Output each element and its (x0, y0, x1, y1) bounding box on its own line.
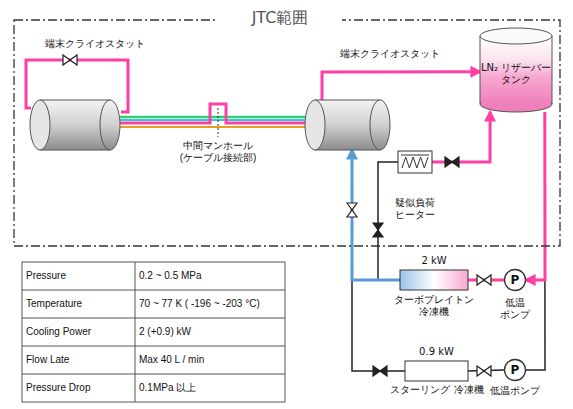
cable-lines (120, 116, 305, 119)
cylH-outline (100, 100, 120, 150)
dummy-load-heater: 疑似負荷 ヒーター (398, 151, 432, 173)
manhole-label: 中間マンホール (ケーブル接続部) (173, 140, 263, 164)
heater-outline (398, 151, 432, 173)
manhole-marker (218, 108, 219, 137)
node-sublabel: 低温 ポンプ (498, 297, 532, 321)
heater-outline (398, 151, 432, 173)
node-sublabel: ターボブレイトン 冷凍機 (385, 294, 483, 318)
heater-return (432, 112, 490, 162)
cold-feed-line (352, 150, 400, 280)
table-cell: 2 (+0.9) kW (139, 318, 283, 346)
reservoir-tank: LN₂ リザーバー タンク (480, 28, 552, 112)
table-cell: Temperature (26, 290, 131, 318)
cryogenic-pump: P低温ポンプ (504, 359, 526, 381)
node-sublabel: スターリング 冷凍機 (381, 384, 493, 396)
node-label: 疑似負荷 ヒーター (389, 197, 441, 221)
table-cell: Max 40 L / min (139, 346, 283, 374)
node-label: 2 kW (400, 255, 468, 267)
cylV-outline (480, 36, 552, 104)
cylV-outline (480, 28, 552, 44)
node-label: P (504, 359, 526, 381)
table-grid (135, 262, 136, 402)
heater-outline (402, 157, 428, 168)
return-line (322, 72, 480, 100)
valve-symbol (63, 55, 77, 65)
turbo-outline (400, 270, 468, 290)
cylV-outline (552, 36, 553, 104)
cylH-outline (305, 100, 390, 150)
stirling-feed (352, 150, 405, 371)
table-grid (22, 262, 285, 402)
cylV-outline (481, 36, 551, 104)
cable-lines (120, 119, 305, 121)
valve-symbol (373, 366, 387, 376)
node-label: 端末クライオスタット (335, 48, 445, 60)
cable-lines (120, 126, 318, 128)
table-cell: Pressure Drop (26, 374, 131, 402)
cryogenic-pump: P低温 ポンプ (504, 269, 526, 291)
region-outline (14, 20, 560, 246)
circle-outline (505, 270, 526, 291)
cylH-outline (30, 100, 50, 150)
node-label: LN₂ リザーバー タンク (480, 62, 552, 86)
cylV-outline (480, 36, 481, 104)
table-grid (22, 374, 285, 375)
table-cell: 0.2 ~ 0.5 MPa (139, 262, 283, 290)
stirling-refrigerator: 0.9 kWスターリング 冷凍機 (405, 361, 468, 381)
node-label: 0.9 kW (405, 346, 468, 358)
turbo-outline (400, 270, 468, 290)
turbo-brayton-refrigerator: 2 kWターボブレイトン 冷凍機 (400, 270, 468, 290)
valve-symbol (373, 223, 383, 237)
terminal-cryostat: 端末クライオスタット (305, 100, 390, 150)
table-grid (22, 346, 285, 347)
valve-symbol (445, 157, 459, 167)
table-cell: Flow Late (26, 346, 131, 374)
cylH-outline (315, 100, 380, 101)
table-cell: Cooling Power (26, 318, 131, 346)
supply-line (526, 112, 545, 280)
box-outline (405, 361, 468, 381)
cylH-outline (40, 150, 110, 151)
node-label: P (504, 269, 526, 291)
cylH-outline (370, 100, 390, 150)
circle-outline (505, 360, 526, 381)
node-label: 端末クライオスタット (40, 38, 150, 50)
node-sublabel: 低温ポンプ (484, 385, 546, 397)
cylH-outline (30, 100, 120, 150)
heater-outline (401, 155, 429, 156)
valve-symbol (347, 203, 357, 217)
cylH-outline (315, 150, 380, 151)
superconducting-cable (120, 104, 305, 123)
table-grid (22, 262, 285, 402)
table-grid (22, 290, 285, 291)
box-outline (405, 361, 468, 381)
stirling-supply (526, 112, 545, 370)
jtc-region: JTC範囲端末クライオスタット端末クライオスタットLN₂ リザーバー タンク疑似… (14, 20, 560, 246)
heater-branch (378, 162, 400, 280)
cylH-outline (305, 100, 325, 150)
cylH-outline (40, 100, 110, 101)
node-label: JTC範囲 (218, 8, 342, 27)
valve-symbol (477, 366, 491, 376)
valve-symbol (477, 275, 491, 285)
table-cell: Pressure (26, 262, 131, 290)
table-cell: 0.1MPa 以上 (139, 374, 283, 402)
table-cell: 70 ~ 77 K ( -196 ~ -203 °C) (139, 290, 283, 318)
terminal-cryostat: 端末クライオスタット (30, 100, 120, 150)
table-grid (22, 318, 285, 319)
